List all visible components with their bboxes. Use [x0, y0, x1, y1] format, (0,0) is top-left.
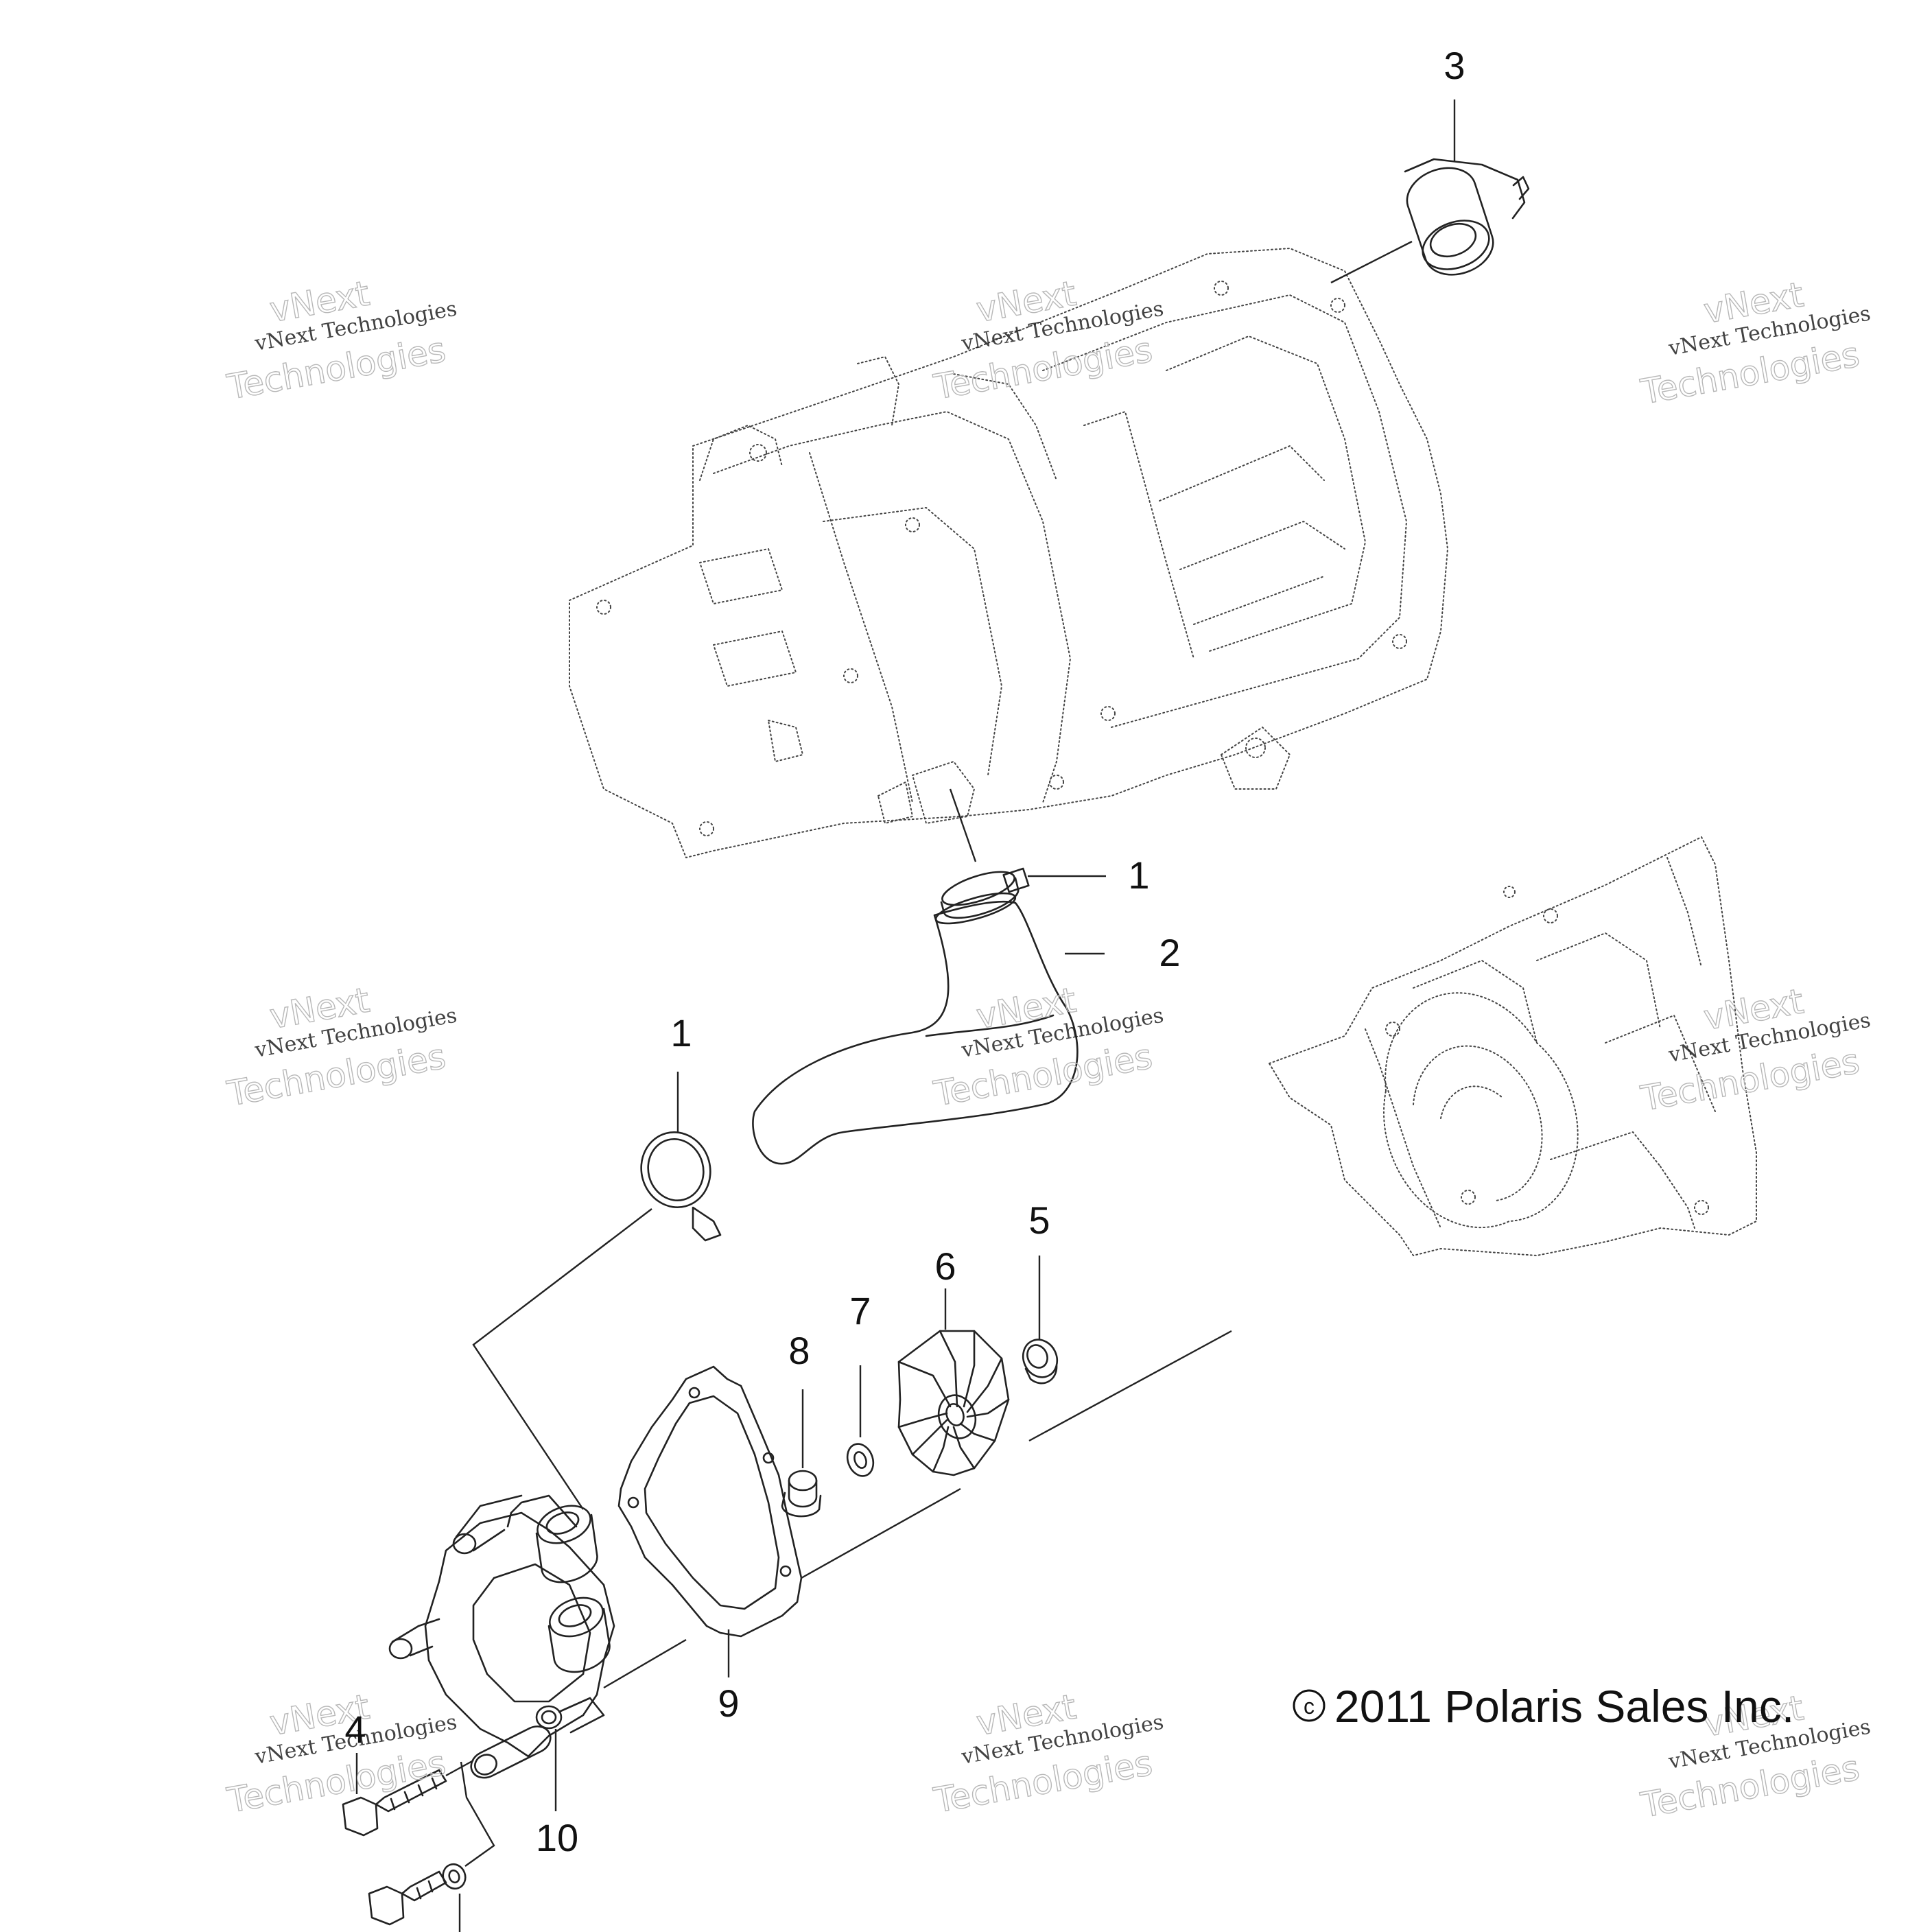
pump-gasket [617, 1365, 803, 1677]
callout-5: 5 [1028, 1199, 1050, 1242]
water-pump-impeller [897, 1288, 1010, 1476]
washer-small [846, 1365, 875, 1477]
copyright-symbol-icon [1293, 1689, 1326, 1722]
callout-1-upper: 1 [1128, 853, 1149, 897]
callout-2: 2 [1159, 931, 1180, 974]
pump-seal [1022, 1256, 1059, 1385]
watermark-mid-center: vNext vNext Technologies Technologies [930, 980, 1166, 1114]
watermark-top-right: vNext vNext Technologies Technologies [1637, 274, 1872, 413]
watermark-top-left: vNext vNext Technologies Technologies [224, 273, 459, 408]
crankcase-housing [1269, 836, 1757, 1256]
copyright-text: 2011 Polaris Sales Inc. [1334, 1681, 1794, 1732]
callout-1-lower: 1 [670, 1011, 692, 1055]
copyright-notice: c 2011 Polaris Sales Inc. [1293, 1681, 1794, 1732]
dowel-sleeve [470, 1725, 557, 1811]
callout-3: 3 [1444, 44, 1465, 87]
shaft-axis-lines [603, 1330, 1232, 1689]
cylinder-head-assembly [569, 248, 1448, 858]
callout-6: 6 [934, 1245, 956, 1288]
callout-4: 4 [344, 1708, 366, 1751]
svg-text:c: c [1304, 1694, 1315, 1719]
water-pump-cover [388, 1494, 615, 1758]
hose-clamp-lower [472, 1072, 722, 1510]
callout-7: 7 [849, 1289, 871, 1332]
watermark-mid-left: vNext vNext Technologies Technologies [224, 980, 459, 1114]
watermark-bottom-center: vNext vNext Technologies Technologies [930, 1686, 1166, 1821]
thermostat-part [1330, 99, 1530, 284]
hose-clamp-upper [940, 788, 1106, 919]
mounting-bolts [342, 1753, 495, 1932]
watermark-top-center: vNext vNext Technologies Technologies [930, 273, 1166, 408]
drain-plug [781, 1389, 822, 1518]
coolant-hose [752, 892, 1105, 1165]
watermark-mid-right: vNext vNext Technologies Technologies [1637, 981, 1872, 1120]
callout-10: 10 [536, 1816, 578, 1859]
callout-9: 9 [718, 1682, 739, 1725]
watermark-bottom-left: vNext vNext Technologies Technologies [224, 1686, 459, 1821]
callout-8: 8 [788, 1329, 810, 1372]
